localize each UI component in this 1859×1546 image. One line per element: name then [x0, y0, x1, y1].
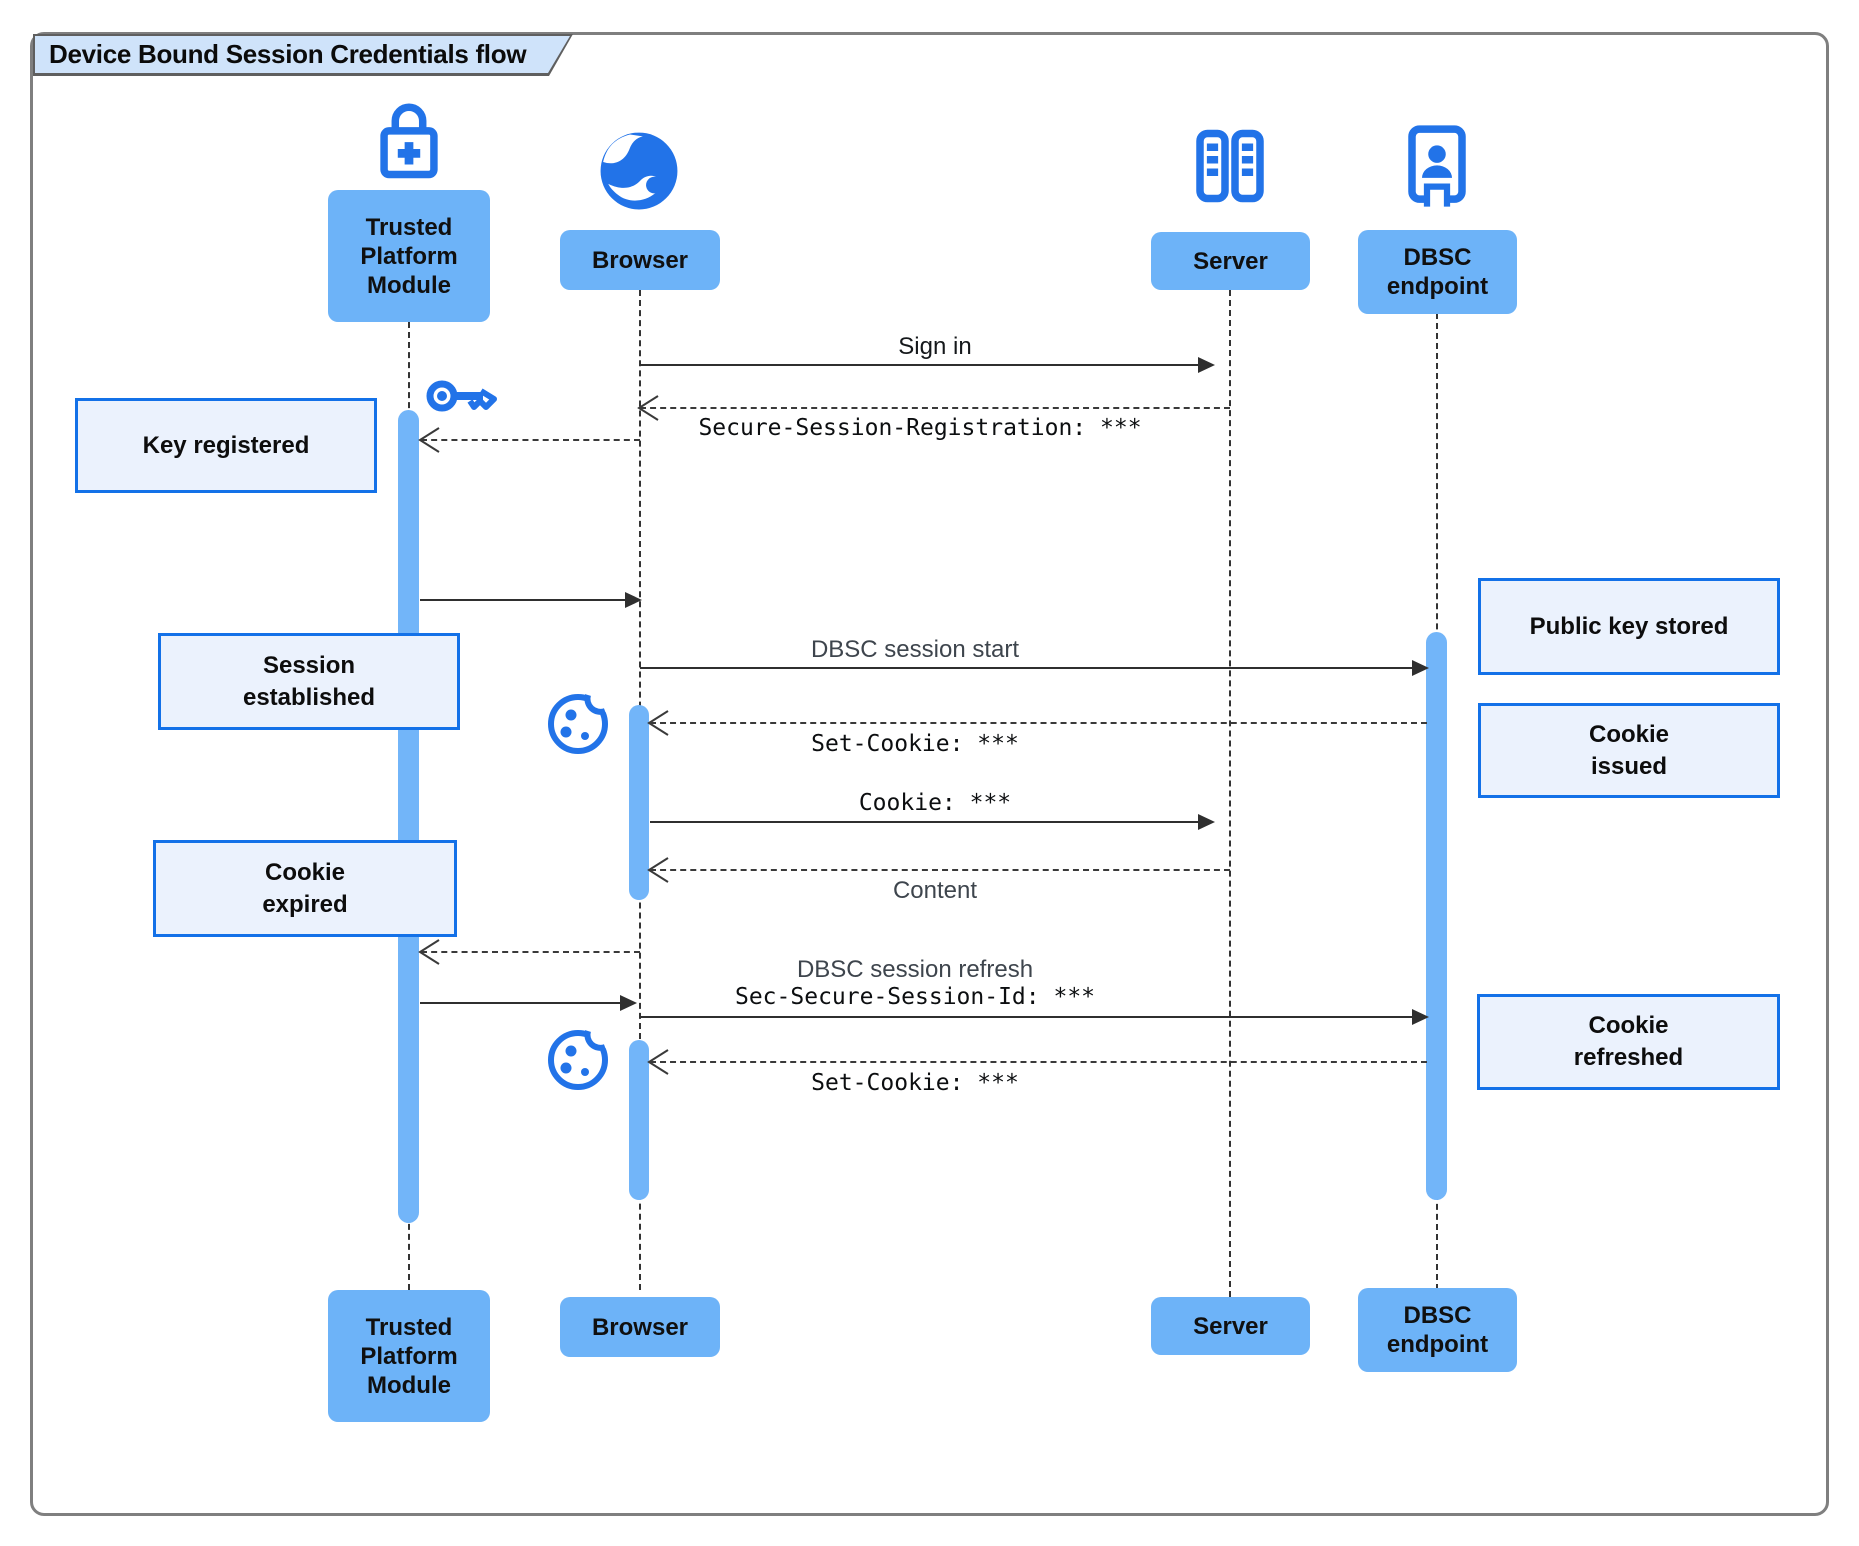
activation-bar-browser-1 — [629, 705, 649, 900]
note-cookie-issued: Cookie issued — [1478, 703, 1780, 798]
message-dbsc-session-start — [640, 660, 1429, 676]
note-cookie-refreshed: Cookie refreshed — [1477, 994, 1780, 1090]
message-dbsc-session-start-label: DBSC session start — [810, 636, 1020, 663]
open-arrowhead-icon — [636, 393, 662, 423]
diagram-title-tab-fill: Device Bound Session Credentials flow — [35, 36, 570, 73]
cookie-icon — [546, 1022, 612, 1092]
activation-bar-browser-2 — [629, 1040, 649, 1200]
server-rack-icon — [1190, 126, 1270, 206]
message-request-signature — [418, 939, 640, 965]
message-content — [647, 857, 1230, 883]
activation-bar-dbsc — [1426, 632, 1447, 1200]
message-set-cookie-2-label: Set-Cookie: *** — [811, 1070, 1019, 1096]
open-arrowhead-icon — [646, 855, 672, 885]
message-cookie-label: Cookie: *** — [858, 790, 1012, 816]
open-arrowhead-icon — [646, 708, 672, 738]
message-secure-session-registration-label: Secure-Session-Registration: *** — [698, 415, 1142, 441]
message-register-key — [418, 427, 640, 453]
note-key-registered: Key registered — [75, 398, 377, 493]
message-dbsc-session-refresh-label: DBSC session refresh — [796, 956, 1034, 983]
participant-server-bottom: Server — [1151, 1297, 1310, 1355]
participant-dbsc-top: DBSC endpoint — [1358, 230, 1517, 314]
note-cookie-expired: Cookie expired — [153, 840, 457, 937]
message-dbsc-session-refresh — [640, 1009, 1429, 1025]
badge-person-icon — [1397, 124, 1477, 208]
message-secure-session-registration — [637, 395, 1230, 421]
lifeline-server — [1229, 290, 1231, 1297]
key-icon — [425, 368, 507, 424]
message-key-ready — [420, 592, 642, 608]
arrowhead-icon — [620, 995, 637, 1011]
participant-browser-bottom: Browser — [560, 1297, 720, 1357]
globe-icon — [598, 130, 680, 212]
participant-tpm-top: Trusted Platform Module — [328, 190, 490, 322]
open-arrowhead-icon — [417, 425, 443, 455]
participant-server-top: Server — [1151, 232, 1310, 290]
open-arrowhead-icon — [646, 1047, 672, 1077]
diagram-title-tab: Device Bound Session Credentials flow — [33, 34, 573, 76]
participant-tpm-bottom: Trusted Platform Module — [328, 1290, 490, 1422]
arrowhead-icon — [625, 592, 642, 608]
note-public-key-stored: Public key stored — [1478, 578, 1780, 675]
message-sign-in-label: Sign in — [898, 333, 972, 360]
message-set-cookie-1-label: Set-Cookie: *** — [811, 731, 1019, 757]
message-signature-ready — [420, 995, 637, 1011]
open-arrowhead-icon — [417, 937, 443, 967]
participant-browser-top: Browser — [560, 230, 720, 290]
message-sec-secure-session-id-label: Sec-Secure-Session-Id: *** — [734, 984, 1096, 1010]
message-content-label: Content — [892, 877, 978, 904]
message-cookie — [650, 814, 1215, 830]
note-session-established: Session established — [158, 633, 460, 730]
arrowhead-icon — [1198, 814, 1215, 830]
arrowhead-icon — [1412, 660, 1429, 676]
cookie-icon — [546, 686, 612, 756]
message-set-cookie-2 — [647, 1049, 1427, 1075]
activation-bar-tpm — [398, 410, 419, 1223]
arrowhead-icon — [1198, 357, 1215, 373]
participant-dbsc-bottom: DBSC endpoint — [1358, 1288, 1517, 1372]
arrowhead-icon — [1412, 1009, 1429, 1025]
message-set-cookie-1 — [647, 710, 1427, 736]
diagram-title: Device Bound Session Credentials flow — [49, 39, 527, 69]
message-sign-in — [640, 357, 1215, 373]
lock-plus-icon — [369, 96, 449, 182]
